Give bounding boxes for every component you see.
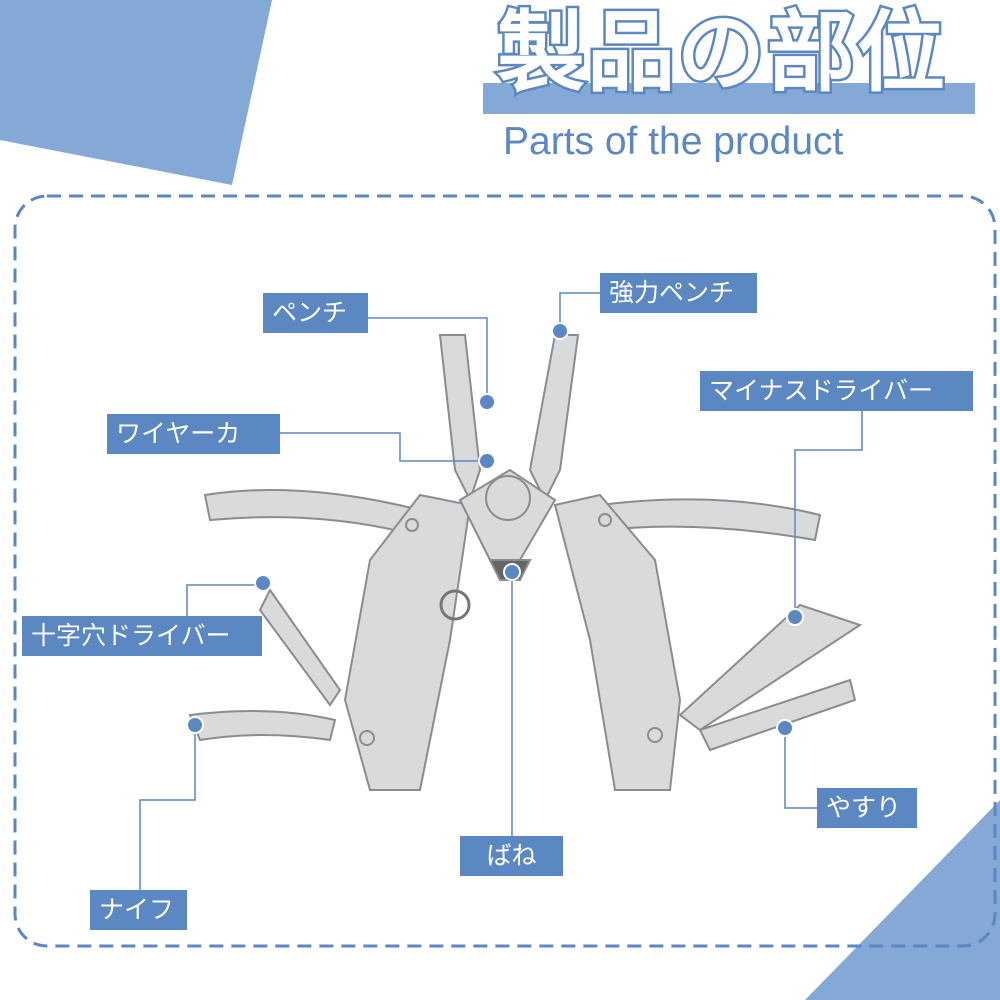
label-strong-pliers: 強力ペンチ: [600, 273, 757, 313]
label-wire-cutter: ワイヤーカ: [107, 414, 280, 454]
multitool-image: [188, 334, 863, 791]
label-phillips-screwdriver: 十字穴ドライバー: [22, 616, 262, 656]
label-pliers: ペンチ: [263, 293, 368, 333]
dashed-frame: [13, 194, 997, 948]
page-subtitle: Parts of the product: [503, 120, 844, 163]
corner-decoration-bottom-right: [805, 800, 1000, 1000]
label-file: やすり: [817, 788, 917, 828]
leader-lines: [139, 292, 863, 890]
label-spring: ばね: [460, 836, 563, 876]
marker-dots: [186, 322, 804, 737]
page-title: 製品の部位: [494, 0, 948, 107]
label-flat-screwdriver: マイナスドライバー: [700, 371, 973, 411]
corner-decoration-top-left: [0, 0, 272, 185]
label-knife: ナイフ: [90, 890, 187, 930]
title-band: [483, 83, 975, 114]
